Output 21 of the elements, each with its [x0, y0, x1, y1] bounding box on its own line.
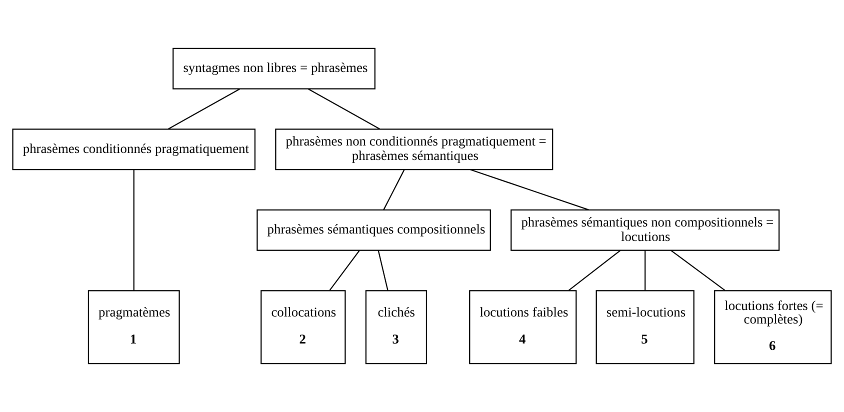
node-box: phrasèmes conditionnés pragmatiquement [12, 128, 256, 170]
connector [644, 250, 646, 290]
node-box: phrasèmes sémantiques compositionnels [256, 209, 491, 251]
connector [168, 88, 240, 130]
connector [329, 250, 360, 291]
node-box: pragmatèmes 1 [88, 290, 180, 364]
node-box: semi-locutions 5 [596, 290, 694, 364]
connector [470, 169, 589, 210]
connector [568, 250, 621, 291]
connector [670, 250, 726, 291]
node-box: phrasèmes sémantiques non compositionnels = locutions [510, 209, 780, 251]
node-box: locutions fortes (= complètes) 6 [714, 290, 832, 364]
connector [308, 88, 380, 130]
connector [383, 170, 405, 210]
node-box: collocations 2 [260, 290, 346, 364]
connector [378, 250, 388, 290]
node-box: phrasèmes non conditionnés pragmatiquement = phrasèmes sémantiques [275, 128, 554, 170]
node-box: clichés 3 [365, 290, 428, 364]
node-box: locutions faibles 4 [469, 290, 577, 364]
connector [133, 170, 134, 290]
node-box: syntagmes non libres = phrasèmes [172, 48, 376, 90]
